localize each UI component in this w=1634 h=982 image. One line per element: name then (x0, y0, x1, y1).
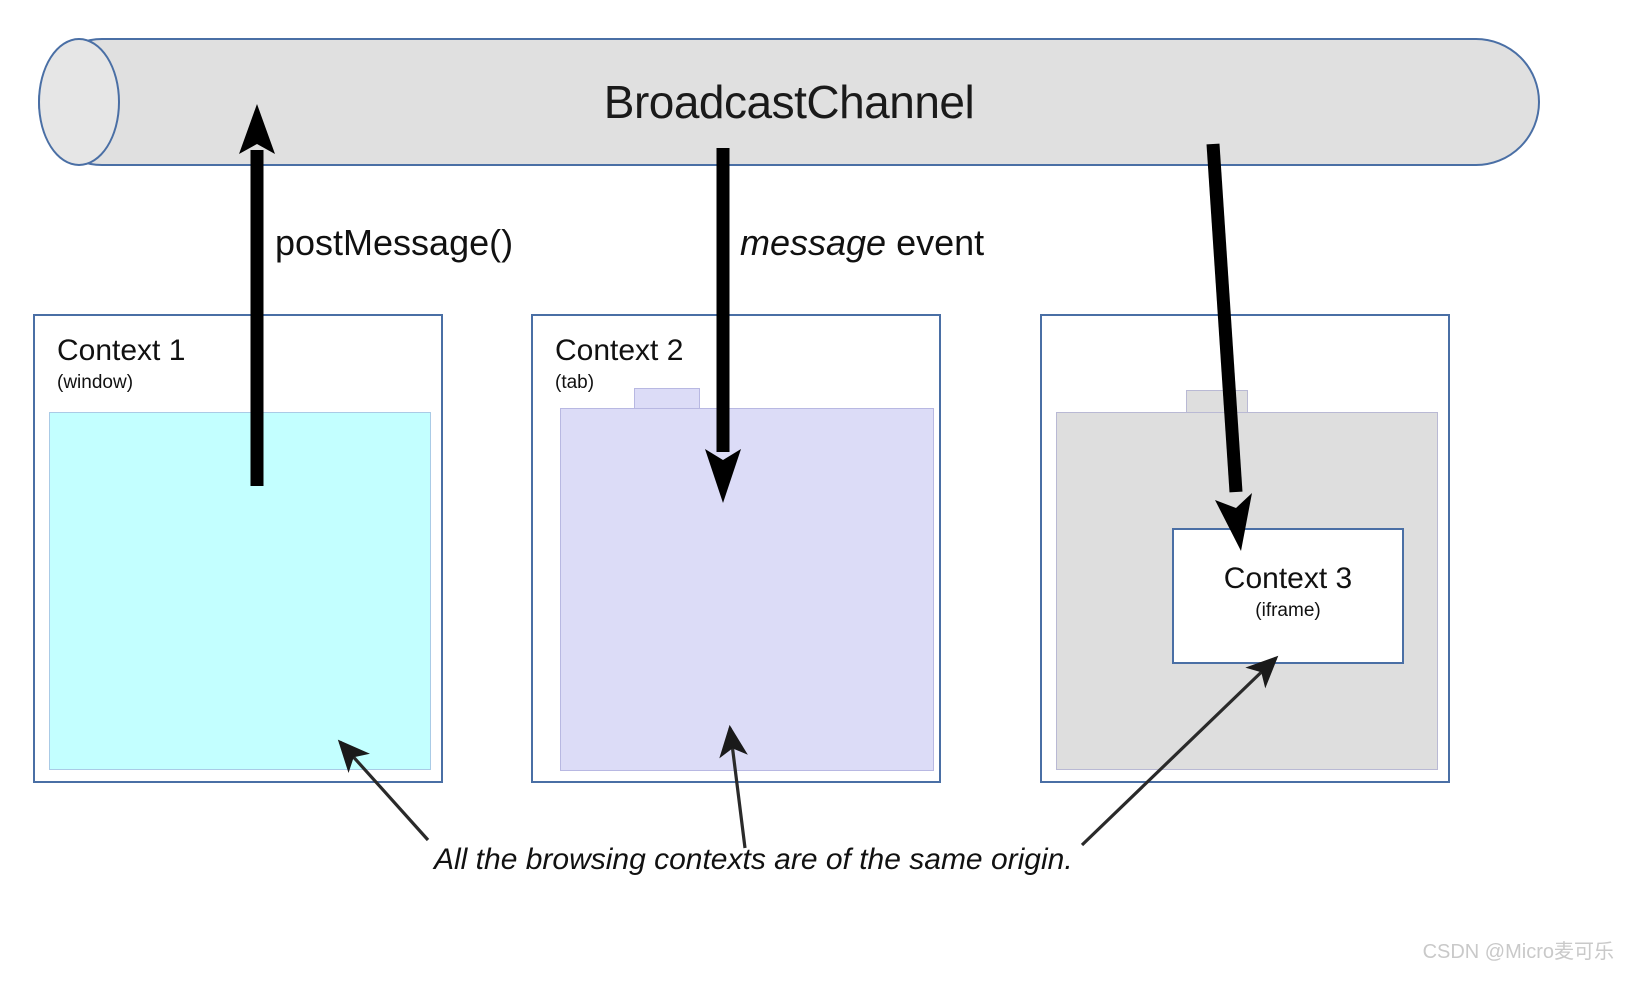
context-2-fill (560, 408, 934, 771)
caption-same-origin: All the browsing contexts are of the sam… (434, 843, 1073, 876)
edge-label-postmessage: postMessage() (275, 222, 514, 263)
context-2-subtitle: (tab) (555, 372, 595, 393)
context-1-subtitle: (window) (57, 372, 134, 393)
edge-label-message-event: message event (740, 222, 984, 264)
edge-label-message-emphasis: message (740, 222, 887, 263)
context-1-title: Context 1 (57, 334, 186, 367)
broadcast-channel-shape: BroadcastChannel (38, 38, 1540, 166)
edge-label-message-rest: event (886, 222, 985, 263)
channel-left-cap (38, 38, 120, 166)
channel-body (38, 38, 1540, 166)
context-3-box[interactable]: Context 3 (iframe) (1172, 528, 1404, 664)
context-1-fill (49, 412, 431, 770)
context-3-subtitle: (iframe) (1255, 600, 1321, 621)
context-2-box[interactable]: Context 2 (tab) (531, 314, 941, 783)
context-2-title: Context 2 (555, 334, 684, 367)
context-1-box[interactable]: Context 1 (window) (33, 314, 443, 783)
context-3-title: Context 3 (1223, 562, 1353, 595)
channel-label: BroadcastChannel (603, 76, 975, 128)
context-2-notch (634, 388, 700, 410)
context-3-outer-notch (1186, 390, 1248, 413)
watermark: CSDN @Micro麦可乐 (1422, 941, 1614, 963)
